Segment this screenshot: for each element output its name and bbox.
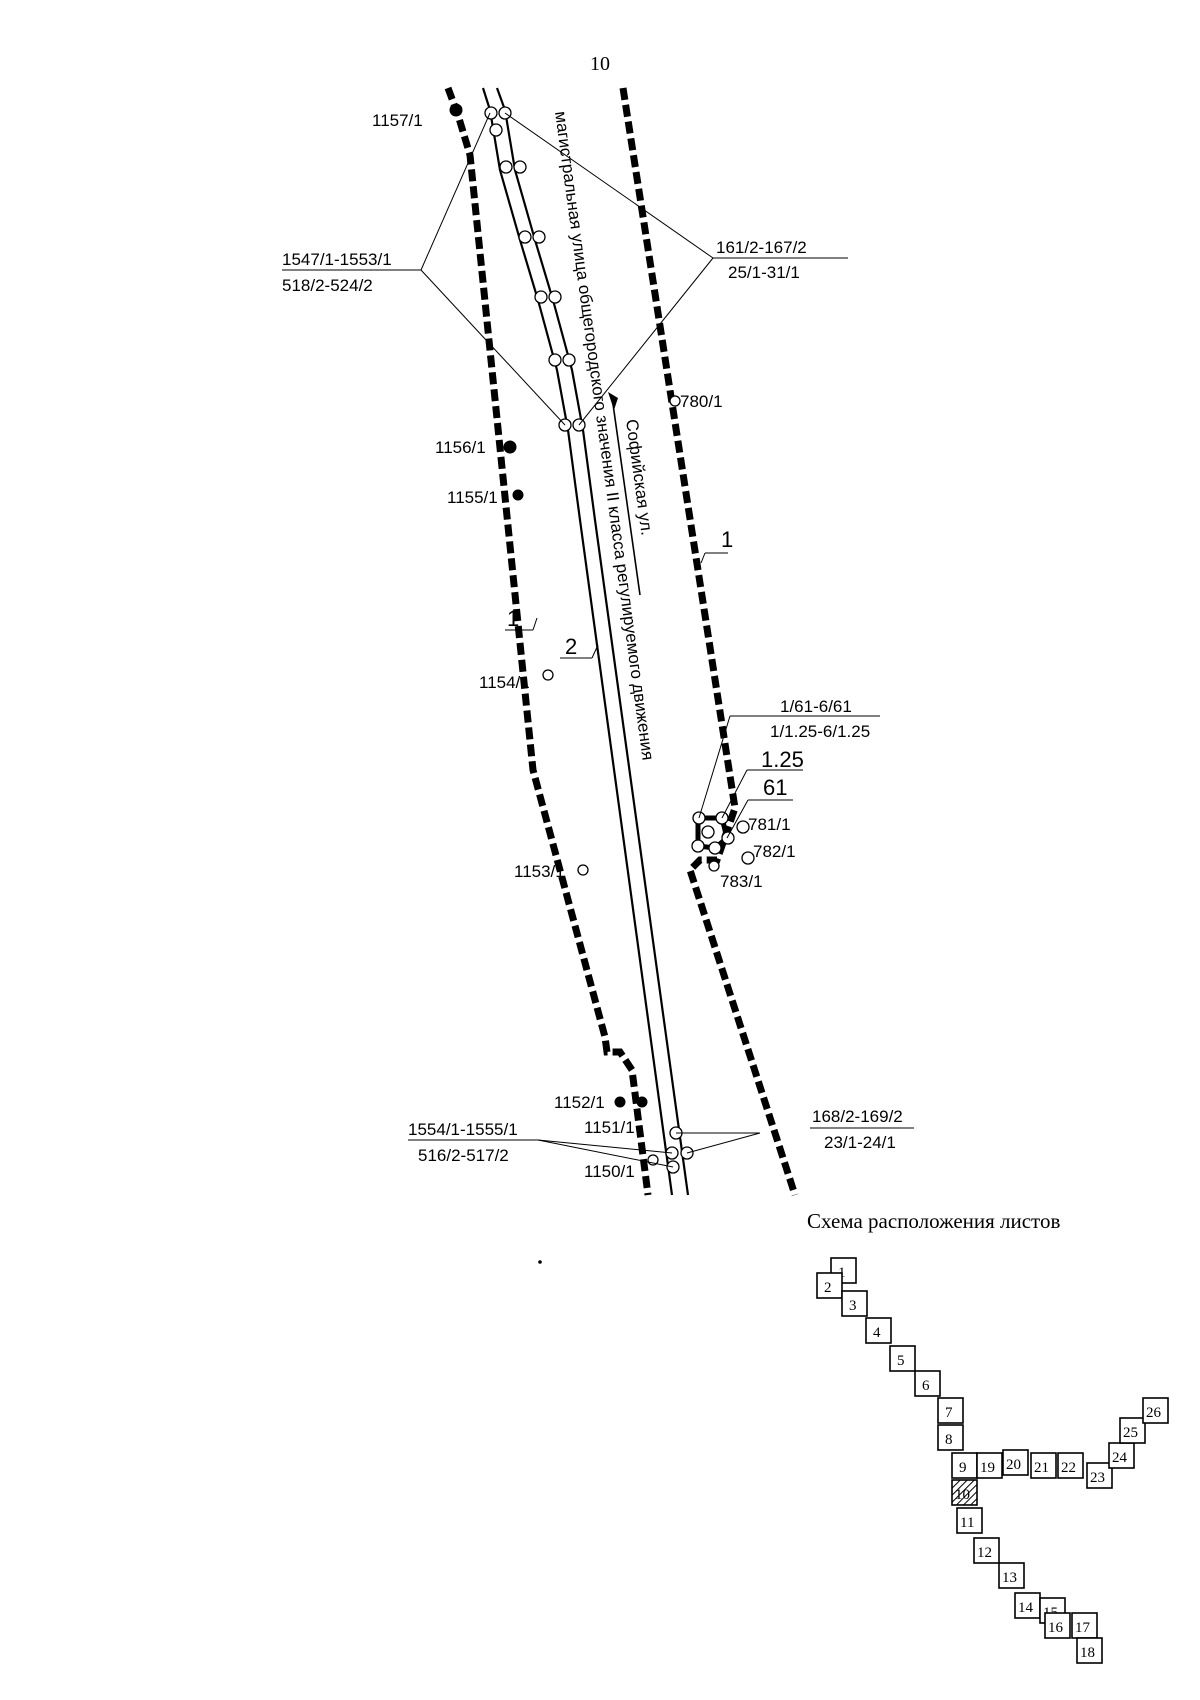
- sheet-19: 19: [976, 1452, 1003, 1479]
- label-1155: 1155/1: [447, 488, 498, 507]
- group-right-top-upper: 161/2-167/2: [716, 238, 807, 257]
- svg-text:2: 2: [824, 1280, 832, 1296]
- label-780: 780/1: [680, 392, 723, 411]
- label-781: 781/1: [748, 815, 791, 834]
- sheet-25: 25: [1119, 1417, 1146, 1444]
- group-structure-lower: 1/1.25-6/1.25: [770, 722, 870, 741]
- svg-text:3: 3: [849, 1298, 857, 1314]
- svg-text:26: 26: [1146, 1405, 1162, 1421]
- label-783: 783/1: [720, 872, 763, 891]
- svg-text:25: 25: [1123, 1425, 1138, 1441]
- sheet-3: 3: [841, 1290, 868, 1317]
- group-left-bottom-upper: 1554/1-1555/1: [408, 1120, 518, 1139]
- svg-text:16: 16: [1048, 1620, 1064, 1636]
- sheet-9: 9: [951, 1452, 978, 1479]
- sheet-16: 16: [1044, 1612, 1071, 1639]
- svg-text:19: 19: [980, 1460, 995, 1476]
- red-line-left: [444, 86, 652, 1196]
- road-edge-label: 2: [565, 634, 577, 659]
- label-1151: 1151/1: [584, 1118, 635, 1137]
- sheet-12: 12: [973, 1537, 1000, 1564]
- svg-text:10: 10: [955, 1487, 970, 1503]
- sheet-23: 23: [1086, 1462, 1113, 1489]
- label-1150: 1150/1: [584, 1162, 635, 1181]
- svg-text:20: 20: [1006, 1457, 1021, 1473]
- sheet-scheme-title: Схема расположения листов: [807, 1209, 1060, 1233]
- svg-text:11: 11: [960, 1515, 974, 1531]
- sheet-13: 13: [998, 1562, 1025, 1589]
- group-left-top-lower: 518/2-524/2: [282, 276, 373, 295]
- svg-text:23: 23: [1090, 1470, 1105, 1486]
- sheet-24: 24: [1108, 1442, 1135, 1469]
- svg-text:24: 24: [1112, 1450, 1128, 1466]
- sheet-4: 4: [865, 1317, 892, 1344]
- svg-text:4: 4: [873, 1325, 881, 1341]
- svg-text:13: 13: [1002, 1570, 1017, 1586]
- structure-num-2: 61: [763, 775, 787, 800]
- svg-text:17: 17: [1075, 1620, 1091, 1636]
- svg-text:12: 12: [977, 1545, 992, 1561]
- red-line-right: [619, 87, 799, 1197]
- group-left-top-upper: 1547/1-1553/1: [282, 250, 392, 269]
- group-right-bottom-upper: 168/2-169/2: [812, 1107, 903, 1126]
- red-line-right-label: 1: [721, 527, 733, 552]
- group-left-bottom-lower: 516/2-517/2: [418, 1146, 509, 1165]
- stray-dot: [538, 1260, 542, 1264]
- group-right-top-lower: 25/1-31/1: [728, 263, 800, 282]
- sheet-11: 11: [956, 1507, 983, 1534]
- label-1153: 1153/1: [514, 862, 565, 881]
- label-1156: 1156/1: [435, 438, 486, 457]
- group-right-bottom-lower: 23/1-24/1: [824, 1133, 896, 1152]
- sheet-7: 7: [937, 1397, 964, 1424]
- red-line-left-label: 1: [507, 606, 519, 631]
- group-structure-upper: 1/61-6/61: [780, 697, 852, 716]
- sheet-6: 6: [914, 1370, 941, 1397]
- sheet-14: 14: [1014, 1592, 1041, 1619]
- label-1157: 1157/1: [372, 111, 423, 130]
- sheet-5: 5: [889, 1345, 916, 1372]
- sheet-20: 20: [1002, 1449, 1029, 1476]
- svg-text:5: 5: [897, 1353, 905, 1369]
- svg-text:8: 8: [945, 1432, 953, 1448]
- label-1152: 1152/1: [554, 1093, 605, 1112]
- svg-text:6: 6: [922, 1378, 930, 1394]
- svg-text:18: 18: [1080, 1645, 1095, 1661]
- page-number: 10: [590, 53, 610, 75]
- sheet-8: 8: [937, 1424, 964, 1451]
- label-782: 782/1: [753, 842, 796, 861]
- sheet-21: 21: [1030, 1452, 1057, 1479]
- direction-arrow: [611, 396, 641, 596]
- sheet-scheme: 1 2 3 4 5 6 7 8 9 10 11 12 13 14 15 16 1…: [816, 1257, 1169, 1664]
- leader-lines: [282, 112, 914, 1168]
- structure-num-1: 1.25: [761, 747, 804, 772]
- svg-text:21: 21: [1034, 1460, 1049, 1476]
- sheet-17: 17: [1071, 1612, 1098, 1639]
- sheet-2: 2: [816, 1272, 843, 1299]
- direction-arrow-head: [608, 392, 618, 410]
- street-name: Софийская ул.: [622, 418, 657, 537]
- sheet-18: 18: [1076, 1637, 1103, 1664]
- svg-text:14: 14: [1018, 1600, 1034, 1616]
- svg-text:9: 9: [959, 1460, 967, 1476]
- svg-text:22: 22: [1061, 1460, 1076, 1476]
- sheet-10-current: 10: [951, 1479, 978, 1506]
- sheet-26: 26: [1142, 1397, 1169, 1424]
- svg-text:7: 7: [945, 1405, 953, 1421]
- sheet-22: 22: [1057, 1452, 1084, 1479]
- label-1154: 1154/1: [479, 673, 530, 692]
- structure-points: [691, 811, 735, 855]
- red-line-points: [449, 103, 755, 1166]
- road-edge-right: [495, 87, 690, 1196]
